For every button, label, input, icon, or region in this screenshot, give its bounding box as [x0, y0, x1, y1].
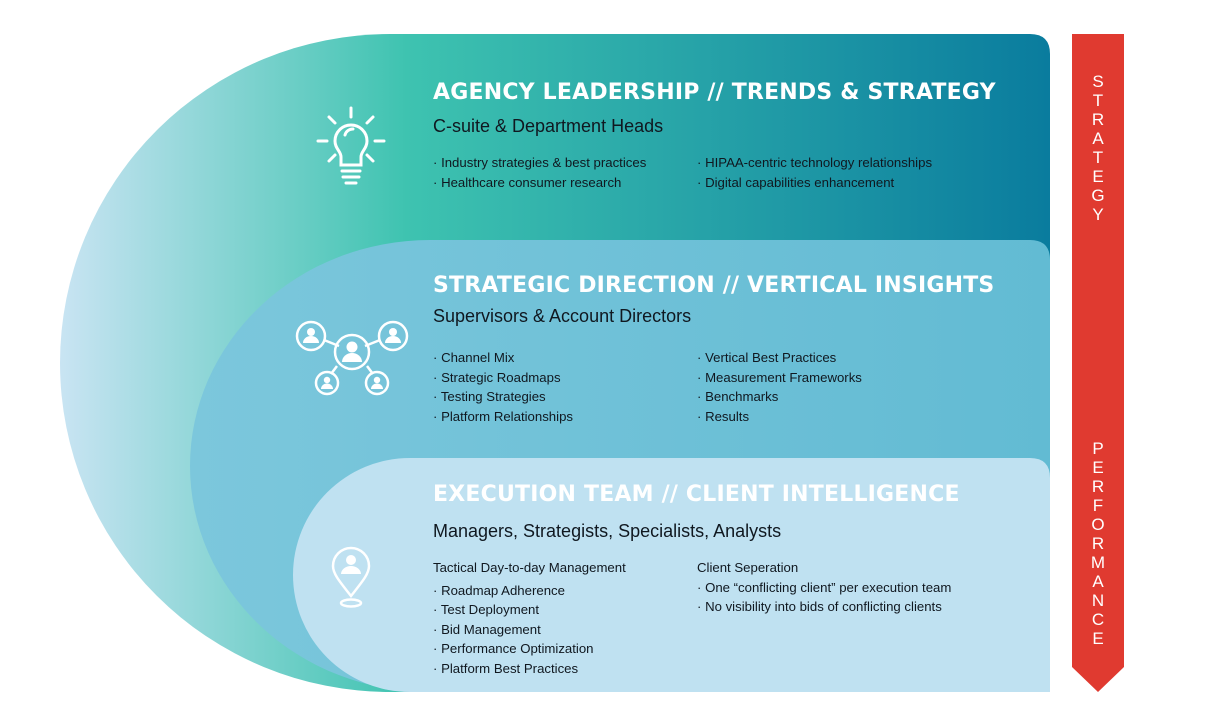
arrow-letter: C — [1091, 610, 1105, 629]
arrow-letter: G — [1091, 186, 1105, 205]
tier-2: STRATEGIC DIRECTION // VERTICAL INSIGHTS… — [433, 273, 994, 327]
list-item: · Digital capabilities enhancement — [697, 174, 895, 190]
list-item: · Roadmap Adherence — [433, 582, 565, 598]
list-item: · Strategic Roadmaps — [433, 369, 561, 385]
list-item: · Platform Best Practices — [433, 660, 579, 676]
arrow-letter: A — [1092, 572, 1104, 591]
arrow-letter: O — [1091, 515, 1105, 534]
arrow-letter: Y — [1092, 205, 1104, 224]
list-item: · Test Deployment — [433, 602, 540, 617]
network-people-icon — [295, 320, 409, 396]
arrow-letter: E — [1092, 167, 1104, 186]
tier-3-subtitle: Managers, Strategists, Specialists, Anal… — [433, 521, 782, 541]
list-item: · Testing Strategies — [433, 389, 546, 404]
tier-1-col-1: · Industry strategies & best practices ·… — [433, 153, 693, 192]
list-item: · Vertical Best Practices — [697, 350, 837, 365]
tier-3-col-1: Tactical Day-to-day Management · Roadmap… — [433, 558, 693, 678]
arrow-letter: T — [1092, 91, 1104, 110]
list-item: · Healthcare consumer research — [433, 174, 622, 190]
list-item: · One “conflicting client” per execution… — [697, 579, 952, 595]
tier-2-col-1: · Channel Mix · Strategic Roadmaps · Tes… — [433, 348, 693, 426]
tier-1-title: AGENCY LEADERSHIP // TRENDS & STRATEGY — [433, 80, 996, 105]
list-item: · Measurement Frameworks — [697, 369, 862, 385]
arrow-letter: N — [1091, 591, 1105, 610]
arrow-letter: R — [1091, 534, 1105, 553]
tier-2-title: STRATEGIC DIRECTION // VERTICAL INSIGHTS — [433, 273, 995, 298]
list-item: · Bid Management — [433, 621, 541, 637]
list-item: · Industry strategies & best practices — [433, 155, 647, 170]
location-person-icon — [331, 546, 371, 608]
list-item: · No visibility into bids of conflicting… — [697, 599, 942, 614]
tier-3-shape — [293, 458, 1050, 692]
tier-3-title: EXECUTION TEAM // CLIENT INTELLIGENCE — [433, 482, 960, 507]
list-item: · HIPAA-centric technology relationships — [697, 155, 933, 170]
tier-2-col-2: · Vertical Best Practices · Measurement … — [697, 348, 957, 426]
tier-1-col-2: · HIPAA-centric technology relationships… — [697, 153, 957, 192]
list-item: · Channel Mix — [433, 350, 515, 365]
arrow-letter: F — [1092, 496, 1104, 515]
arrow-letter: P — [1092, 439, 1104, 458]
list-item: · Results — [697, 408, 750, 424]
list-item: · Benchmarks — [697, 389, 779, 404]
arrow-letter: R — [1091, 110, 1105, 129]
tier-1-subtitle: C-suite & Department Heads — [433, 116, 664, 136]
arrow-letter: A — [1092, 129, 1104, 148]
tier-3: EXECUTION TEAM // CLIENT INTELLIGENCE Ma… — [433, 482, 960, 542]
arrow-letter: E — [1092, 629, 1104, 648]
arrow-letter: T — [1092, 148, 1104, 167]
tier-1: AGENCY LEADERSHIP // TRENDS & STRATEGY C… — [433, 80, 996, 137]
list-item: · Platform Relationships — [433, 408, 573, 424]
list-item: · Performance Optimization — [433, 641, 594, 656]
tier-3-col-2: Client Seperation · One “conflicting cli… — [697, 558, 957, 617]
arrow-letter: M — [1090, 553, 1106, 572]
tier-3-col-2-heading: Client Seperation — [697, 560, 799, 575]
arrow-letter: S — [1092, 72, 1104, 91]
tier-3-col-1-heading: Tactical Day-to-day Management — [433, 560, 626, 575]
lightbulb-icon — [316, 106, 386, 185]
tier-2-subtitle: Supervisors & Account Directors — [433, 306, 692, 326]
strategy-performance-arrow — [1072, 34, 1124, 692]
arrow-letter: E — [1092, 458, 1104, 477]
arrow-letter: R — [1091, 477, 1105, 496]
